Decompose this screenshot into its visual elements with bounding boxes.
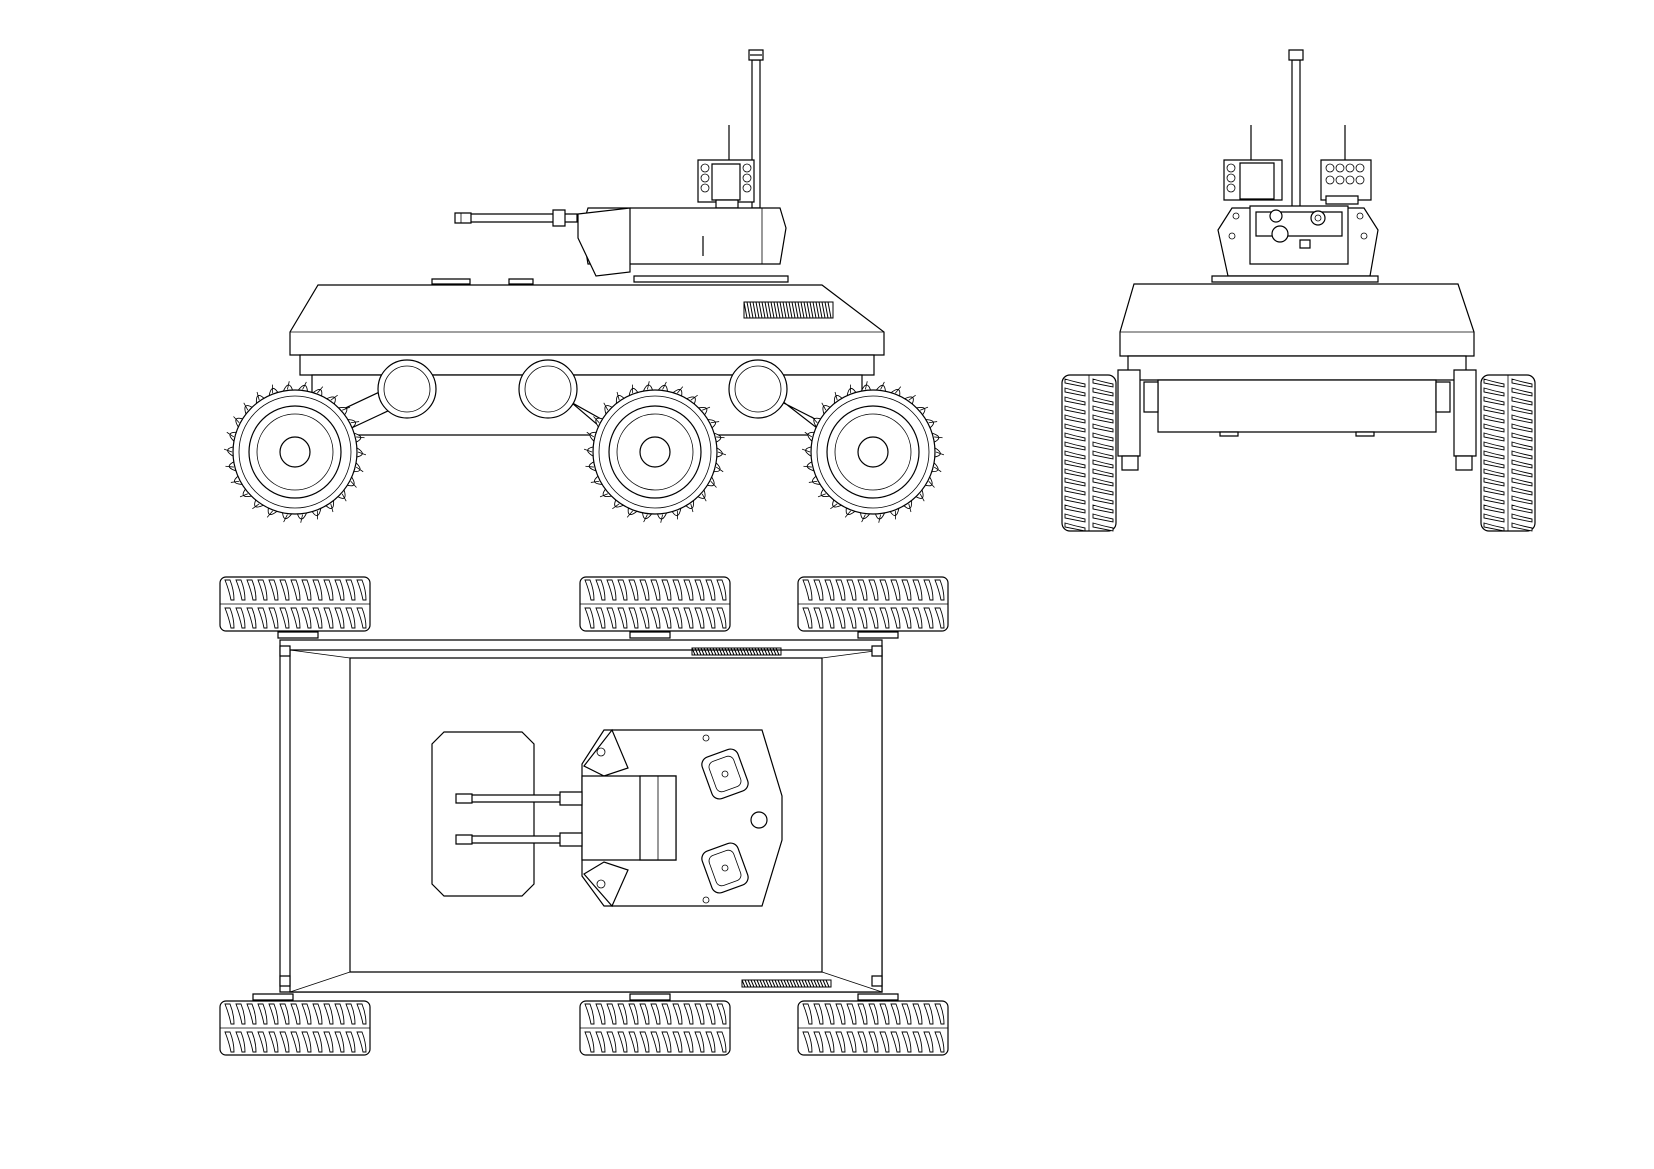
suspension-pivots bbox=[378, 360, 787, 418]
turret-hatch-lower bbox=[700, 841, 751, 895]
side-view bbox=[223, 50, 945, 524]
front-sensor-pod-left bbox=[1224, 160, 1282, 200]
top-wheel-middle-right bbox=[579, 1000, 731, 1056]
turret bbox=[578, 208, 788, 282]
top-wheel-front-left bbox=[797, 576, 949, 632]
turret-gun bbox=[455, 210, 577, 226]
front-view bbox=[1061, 50, 1536, 532]
engine-grille bbox=[744, 302, 833, 318]
front-wheel-right bbox=[1480, 374, 1536, 532]
front-wheel-left bbox=[1061, 374, 1117, 532]
top-wheel-front-right bbox=[797, 1000, 949, 1056]
top-view bbox=[219, 576, 949, 1056]
front-hull bbox=[1120, 284, 1474, 436]
sensor-pod bbox=[698, 160, 754, 208]
top-hull bbox=[280, 640, 882, 992]
top-wheel-middle-left bbox=[579, 576, 731, 632]
front-turret bbox=[1212, 206, 1378, 282]
front-suspension-right bbox=[1454, 370, 1476, 470]
top-engine-grille-left bbox=[692, 648, 781, 655]
top-twin-guns bbox=[456, 792, 582, 846]
top-engine-grille-right bbox=[742, 980, 831, 987]
top-wheel-rear-left bbox=[219, 576, 371, 632]
deck-hatch bbox=[432, 732, 534, 896]
top-wheel-rear-right bbox=[219, 1000, 371, 1056]
top-turret bbox=[582, 730, 782, 906]
front-sensor-pod-right bbox=[1321, 160, 1371, 204]
turret-hatch-upper bbox=[700, 747, 751, 801]
front-antenna-mast bbox=[1289, 50, 1303, 208]
front-suspension-left bbox=[1118, 370, 1140, 470]
